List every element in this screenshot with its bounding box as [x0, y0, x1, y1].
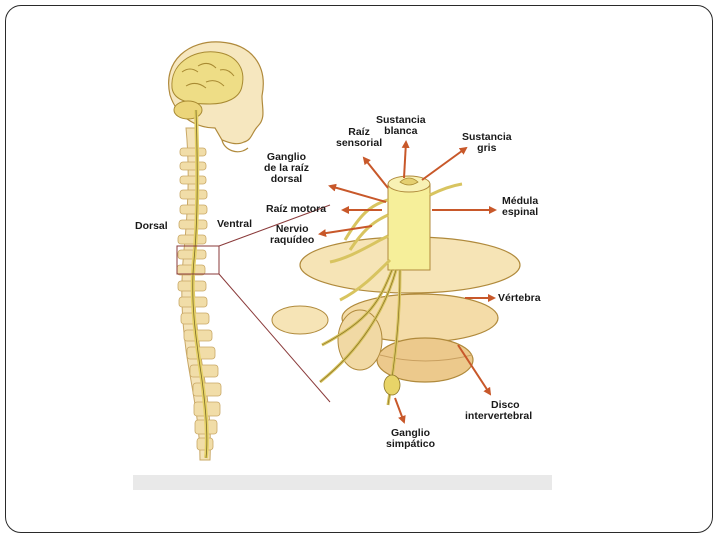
figure-caption-strip [133, 475, 552, 490]
spinal-segment-detail [271, 175, 521, 406]
label-raiz-motora: Raíz motora [266, 203, 327, 215]
spinal-cord [387, 183, 431, 271]
sympathetic-ganglion [383, 374, 401, 396]
callout-line-bottom [218, 273, 331, 403]
callout-box [176, 245, 220, 275]
callout-line-top [218, 204, 331, 247]
label-arrows [318, 140, 497, 424]
label-ventral: Ventral [217, 218, 253, 230]
label-vertebra: Vértebra [498, 292, 541, 304]
label-dorsal: Dorsal [135, 220, 168, 232]
human-skeleton-figure [168, 41, 264, 461]
